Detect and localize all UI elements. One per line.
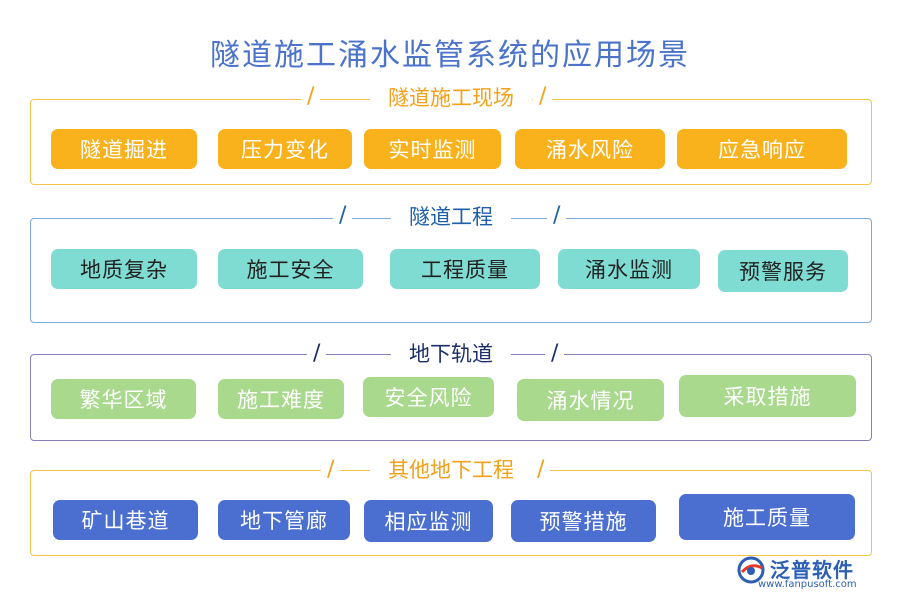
slash-decoration-left: / [333,203,353,228]
section-header: 隧道施工现场 [31,82,871,112]
diagram-title: 隧道施工涌水监管系统的应用场景 [210,38,690,73]
chip-corresponding-monitoring[interactable]: 相应监测 [364,500,493,542]
chip-pressure-change[interactable]: 压力变化 [218,129,352,169]
section-label: 隧道施工现场 [370,86,532,110]
slash-decoration-right: / [545,341,565,366]
section-label: 地下轨道 [391,342,511,366]
chip-safety-risk[interactable]: 安全风险 [363,377,494,417]
section-tunnel-engineering: 隧道工程 / / 地质复杂 施工安全 工程质量 涌水监测 预警服务 [30,203,872,323]
chip-water-monitoring[interactable]: 涌水监测 [558,249,700,289]
chip-construction-safety[interactable]: 施工安全 [218,249,363,289]
slash-decoration-left: / [301,84,321,109]
logo-name: 泛普软件 [770,558,854,582]
logo-url: www.fanpusoft.com [758,579,857,590]
chip-engineering-quality[interactable]: 工程质量 [390,249,540,289]
chip-emergency-response[interactable]: 应急响应 [677,129,847,169]
section-header: 隧道工程 [31,201,871,231]
chip-busy-area[interactable]: 繁华区域 [51,379,196,419]
slash-decoration-left: / [321,457,341,482]
brand-logo: 泛普软件 www.fanpusoft.com [736,554,886,592]
slash-decoration-right: / [533,84,553,109]
chip-construction-quality[interactable]: 施工质量 [679,494,855,540]
section-label: 其他地下工程 [370,458,532,482]
section-header: 地下轨道 [31,338,871,368]
section-underground-rail: 地下轨道 / / 繁华区域 施工难度 安全风险 涌水情况 采取措施 [30,341,872,441]
chip-utility-tunnel[interactable]: 地下管廊 [218,500,350,540]
chip-realtime-monitoring[interactable]: 实时监测 [364,129,501,169]
slash-decoration-left: / [307,341,327,366]
chip-water-inrush-risk[interactable]: 涌水风险 [515,129,665,169]
section-tunnel-site: 隧道施工现场 / / 隧道掘进 压力变化 实时监测 涌水风险 应急响应 [30,84,872,185]
slash-decoration-right: / [547,203,567,228]
chip-water-status[interactable]: 涌水情况 [517,379,664,421]
slash-decoration-right: / [531,457,551,482]
chip-construction-difficulty[interactable]: 施工难度 [218,379,344,419]
chip-warning-measures[interactable]: 预警措施 [511,500,656,542]
fanpu-logo-icon [737,556,765,584]
section-label: 隧道工程 [391,205,511,229]
section-other-underground: 其他地下工程 / / 矿山巷道 地下管廊 相应监测 预警措施 施工质量 [30,457,872,556]
chip-complex-geology[interactable]: 地质复杂 [51,249,197,289]
chip-tunnel-excavation[interactable]: 隧道掘进 [51,129,197,169]
chip-mine-roadway[interactable]: 矿山巷道 [53,500,198,540]
section-header: 其他地下工程 [31,454,871,484]
chip-warning-service[interactable]: 预警服务 [718,250,848,292]
chip-take-measures[interactable]: 采取措施 [679,375,856,417]
